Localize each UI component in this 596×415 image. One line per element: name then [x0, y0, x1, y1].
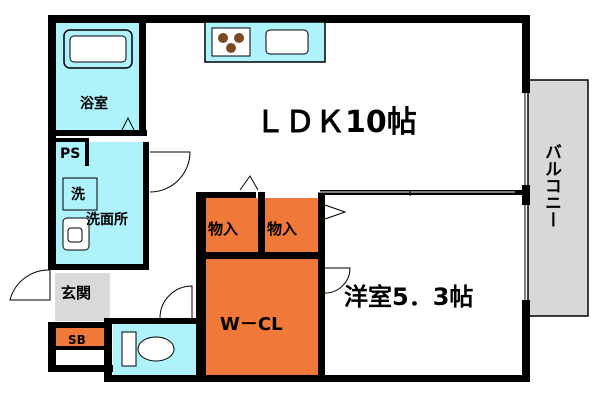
toilet-icon — [121, 331, 175, 367]
storage-2-floor — [264, 198, 320, 253]
doors — [9, 116, 351, 319]
storage-2-label: 物入 — [267, 220, 297, 238]
washroom-label: 洗面所 — [86, 211, 128, 228]
storage-1-label: 物入 — [208, 220, 238, 238]
bathtub-icon — [63, 29, 133, 69]
storage-1-floor — [205, 198, 258, 253]
shoe-box-label: SB — [68, 333, 86, 347]
wcl-label: W－CL — [220, 314, 283, 335]
sink-icon — [265, 29, 309, 55]
stove-icon — [211, 27, 251, 57]
balcony-floor — [528, 80, 588, 316]
shoe-box-floor — [55, 328, 110, 348]
bathroom-label: 浴室 — [80, 95, 108, 112]
bedroom-label: 洋室5．3帖 — [344, 283, 473, 311]
washer-box — [62, 177, 98, 211]
balcony-label: バルコニー — [541, 143, 562, 228]
ps-label: PS — [60, 146, 80, 162]
wcl-floor — [205, 259, 320, 377]
ldk-label: ＬＤＫ10帖 — [255, 105, 417, 140]
washer-label: 洗 — [71, 186, 85, 203]
washbasin-icon — [62, 217, 90, 251]
entrance-floor — [55, 273, 110, 321]
entrance-label: 玄関 — [61, 284, 91, 302]
